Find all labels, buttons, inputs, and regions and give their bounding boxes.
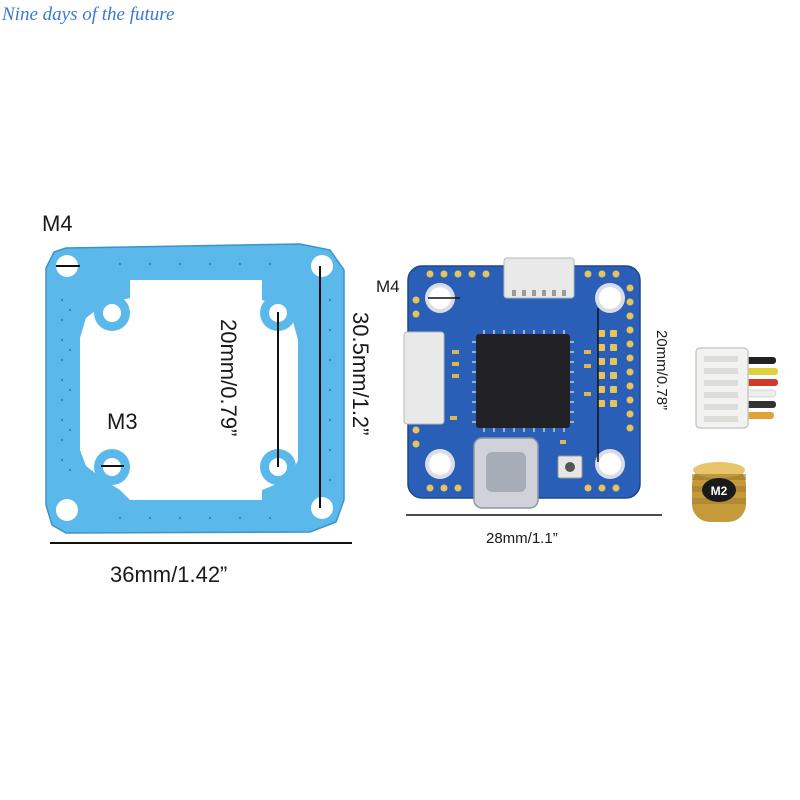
frame-hole-bottom-left bbox=[56, 499, 78, 521]
frame-m4-label: M4 bbox=[42, 211, 73, 236]
frame-width-label: 36mm/1.42” bbox=[110, 562, 228, 587]
watermark-text: Nine days of the future bbox=[2, 4, 175, 25]
flight-controller-board bbox=[403, 257, 641, 509]
frame-dimension-lines bbox=[50, 265, 352, 544]
board-mcu-chip bbox=[476, 334, 570, 428]
nut-label: M2 bbox=[711, 484, 728, 498]
frame-hole-top-right bbox=[311, 255, 333, 277]
frame-outer-spacing-label: 30.5mm/1.2” bbox=[348, 312, 373, 436]
adapter-frame bbox=[45, 243, 345, 534]
board-left-connector bbox=[403, 331, 445, 425]
frame-hole-bottom-right bbox=[311, 497, 333, 519]
board-spacing-label: 20mm/0.78” bbox=[653, 330, 670, 411]
board-top-connector bbox=[503, 257, 575, 299]
board-m4-label: M4 bbox=[376, 277, 400, 296]
m2-nut bbox=[692, 462, 746, 522]
board-width-label: 28mm/1.1” bbox=[486, 530, 558, 547]
frame-hole-inner-tl bbox=[103, 304, 121, 322]
cable-connector bbox=[695, 347, 778, 429]
frame-m3-label: M3 bbox=[107, 409, 138, 434]
board-dimension-lines bbox=[406, 297, 662, 516]
frame-inner-spacing-label: 20mm/0.79” bbox=[216, 319, 241, 437]
